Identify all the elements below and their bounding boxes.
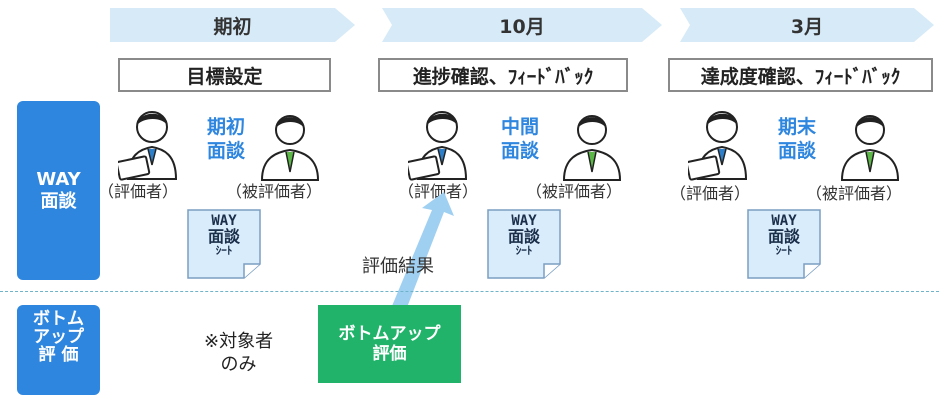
meeting-text: 期初	[206, 116, 245, 138]
meeting-label-initial: 期初 面談	[200, 116, 252, 164]
evaluator-person-icon	[118, 111, 178, 181]
document-icon	[187, 209, 261, 279]
document-icon	[747, 209, 821, 279]
evaluator-person-icon	[408, 111, 468, 181]
evaluatee-person-icon	[562, 115, 622, 181]
role-evaluator: （評価者）	[670, 184, 751, 203]
meeting-label-final: 期末 面談	[771, 116, 823, 164]
sheet-text: 面談	[507, 226, 540, 246]
note-target-only: ※対象者 のみ	[204, 330, 273, 377]
side-label: アップ	[33, 326, 84, 347]
sheet-text: 面談	[207, 226, 240, 246]
way-meeting-sheet: WAY 面談 ｼｰﾄ	[746, 208, 822, 280]
evaluation-result-arrow-icon	[392, 192, 454, 310]
section-divider	[0, 291, 939, 292]
meeting-text: 中間	[500, 116, 539, 138]
bottom-up-panel: ボトム アップ 評 価	[17, 305, 100, 395]
sheet-text: ｼｰﾄ	[215, 244, 233, 258]
document-icon	[487, 209, 561, 279]
box-text: 評価	[372, 344, 407, 364]
timeline-label: 10月	[499, 15, 545, 38]
timeline-phase-october: 10月	[382, 8, 662, 42]
evaluation-result-label: 評価結果	[362, 256, 434, 277]
timeline-phase-march: 3月	[680, 8, 934, 42]
sheet-text: WAY	[771, 213, 797, 229]
sheet-text: WAY	[511, 213, 537, 229]
note-text: ※対象者	[204, 331, 274, 352]
sheet-text: WAY	[211, 213, 237, 229]
meeting-text: 面談	[777, 139, 816, 162]
timeline-label: 期初	[213, 15, 252, 38]
way-meeting-panel: WAY 面談	[17, 101, 100, 280]
way-meeting-sheet: WAY 面談 ｼｰﾄ	[486, 208, 562, 280]
side-label: ボトム	[33, 309, 84, 329]
meeting-text: 面談	[206, 139, 245, 162]
role-evaluator: （評価者）	[398, 182, 479, 201]
timeline-phase-start: 期初	[110, 8, 355, 42]
box-text: ボトムアップ	[338, 323, 441, 344]
role-evaluatee: （被評価者）	[226, 182, 323, 201]
note-text: のみ	[220, 354, 257, 376]
meeting-text: 面談	[500, 139, 539, 162]
bottom-up-evaluation-box: ボトムアップ 評価	[318, 305, 461, 383]
phase-achievement-check: 達成度確認、ﾌｨｰﾄﾞﾊﾞｯｸ	[668, 58, 933, 92]
phase-goal-setting: 目標設定	[118, 58, 331, 92]
sheet-text: ｼｰﾄ	[515, 244, 533, 258]
role-evaluatee: （被評価者）	[806, 184, 903, 203]
sheet-text: 面談	[767, 226, 800, 246]
role-evaluator: （評価者）	[98, 182, 179, 201]
way-meeting-sheet: WAY 面談 ｼｰﾄ	[186, 208, 262, 280]
side-label: WAY	[36, 168, 81, 190]
meeting-text: 期末	[777, 116, 816, 138]
phase-progress-check: 進捗確認、ﾌｨｰﾄﾞﾊﾞｯｸ	[378, 58, 628, 92]
sheet-text: ｼｰﾄ	[775, 244, 793, 258]
evaluator-person-icon	[688, 111, 748, 181]
role-evaluatee: （被評価者）	[526, 182, 623, 201]
timeline-label: 3月	[790, 15, 824, 38]
evaluatee-person-icon	[260, 115, 320, 181]
evaluatee-person-icon	[840, 115, 900, 181]
side-label: 面談	[40, 190, 77, 212]
side-label: 評 価	[38, 344, 79, 365]
meeting-label-interim: 中間 面談	[494, 116, 546, 164]
